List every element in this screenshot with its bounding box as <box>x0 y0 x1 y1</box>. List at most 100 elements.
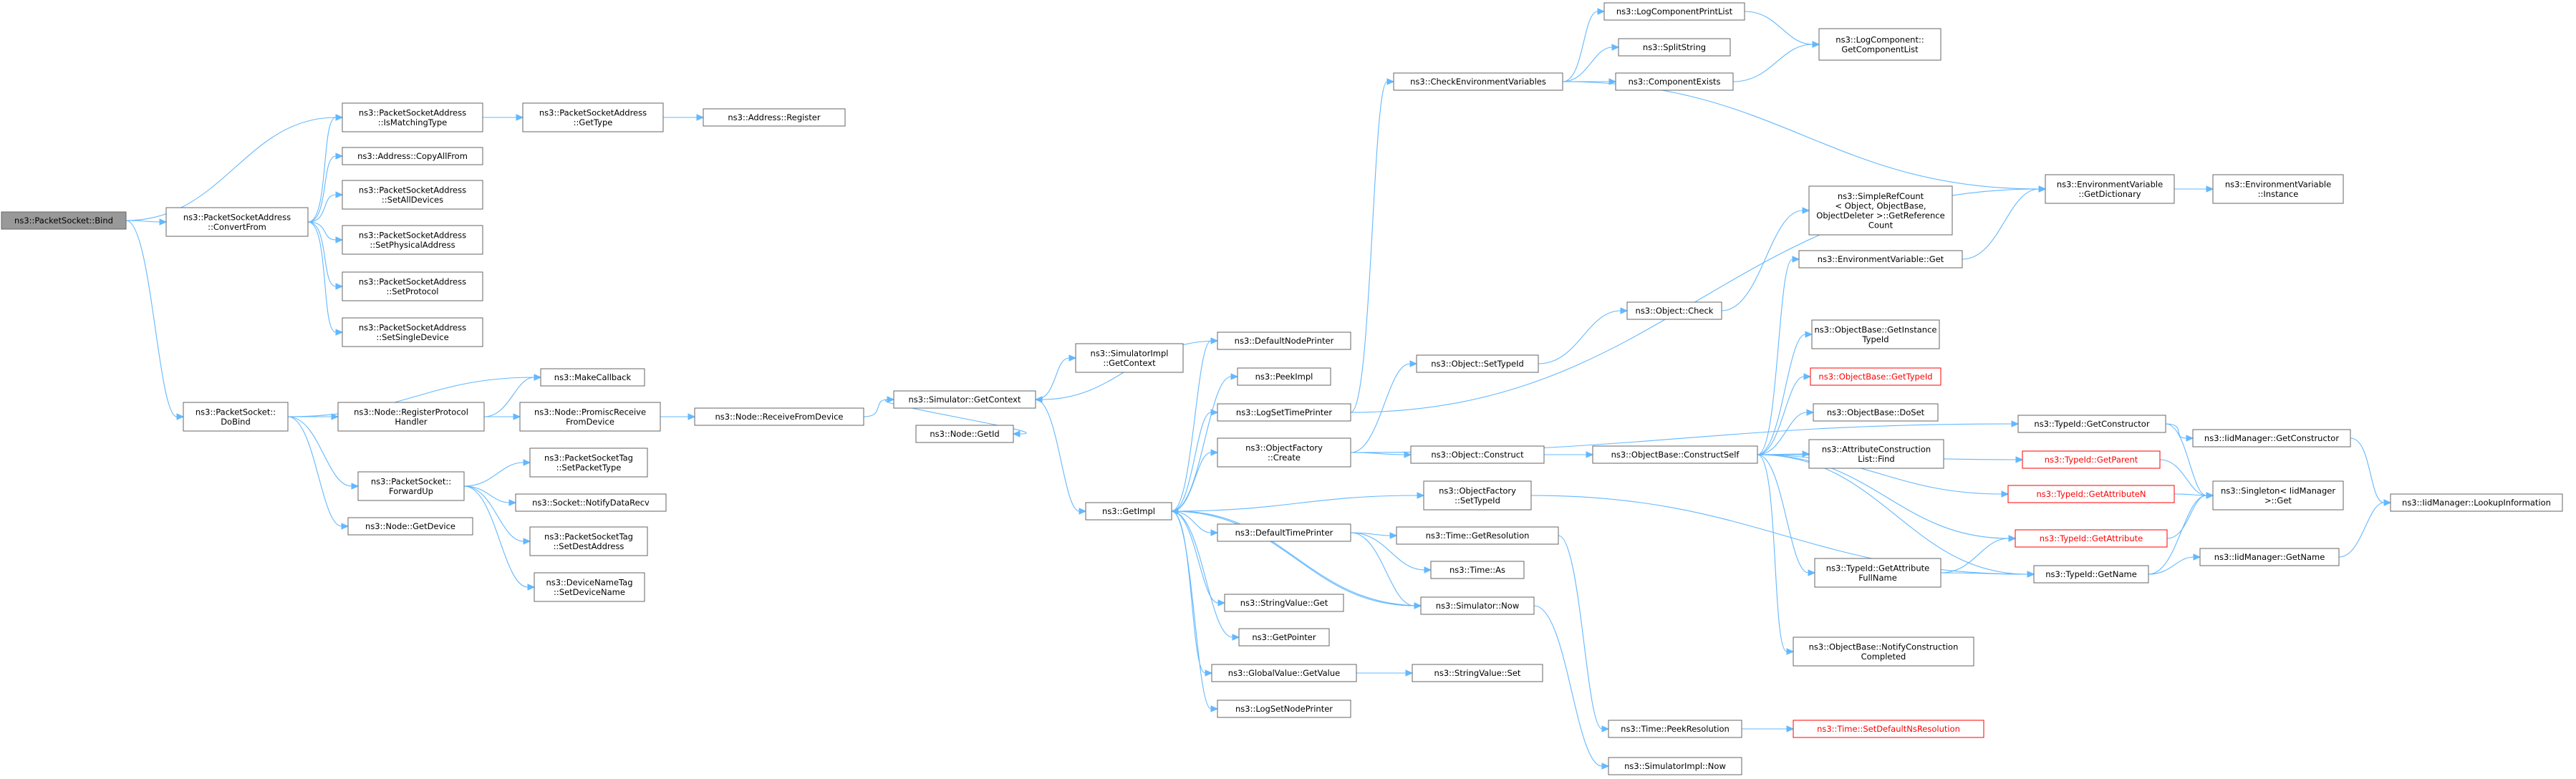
node-iid-manager-get-name[interactable]: ns3::IidManager::GetName <box>2199 548 2340 566</box>
node-object-factory-set-type-id[interactable]: ns3::ObjectFactory::SetTypeId <box>1423 480 1532 511</box>
node-label: ns3::Address::Register <box>728 112 821 122</box>
node-label: GetComponentList <box>1841 44 1919 54</box>
node-get-reference-count[interactable]: ns3::SimpleRefCount< Object, ObjectBase,… <box>1808 185 1953 236</box>
node-time-as[interactable]: ns3::Time::As <box>1430 561 1525 579</box>
node-singleton-get[interactable]: ns3::Singleton< IidManager>::Get <box>2212 480 2344 511</box>
edge-sim-get-context-to-node-get-id <box>885 399 1027 435</box>
edge-get-attribute-full-name-to-type-id-get-name <box>1940 572 2028 575</box>
node-forward-up[interactable]: ns3::PacketSocket::ForwardUp <box>357 471 465 501</box>
arrowhead <box>335 191 344 198</box>
node-receive-from-device[interactable]: ns3::Node::ReceiveFromDevice <box>694 407 864 426</box>
node-label: ns3::SimulatorImpl::Now <box>1624 761 1726 771</box>
node-box <box>2390 493 2563 512</box>
node-register[interactable]: ns3::Address::Register <box>703 108 846 127</box>
node-string-value-set[interactable]: ns3::StringValue::Set <box>1412 664 1543 682</box>
node-type-id-get-parent[interactable]: ns3::TypeId::GetParent <box>2022 450 2161 469</box>
node-default-time-printer[interactable]: ns3::DefaultTimePrinter <box>1217 523 1351 542</box>
node-node-get-id[interactable]: ns3::Node::GetId <box>915 425 1014 443</box>
node-label: ns3::PacketSocketAddress <box>539 107 647 117</box>
node-object-check[interactable]: ns3::Object::Check <box>1626 301 1722 320</box>
node-label: ns3::IidManager::LookupInformation <box>2402 498 2551 508</box>
node-object-factory-create[interactable]: ns3::ObjectFactory::Create <box>1217 437 1351 468</box>
arrowhead <box>1389 532 1398 539</box>
node-set-device-name[interactable]: ns3::DeviceNameTag::SetDeviceName <box>534 572 645 602</box>
node-object-base-get-type-id[interactable]: ns3::ObjectBase::GetTypeId <box>1810 367 1941 386</box>
arrowhead <box>1210 705 1219 712</box>
arrowhead <box>1802 207 1810 214</box>
node-set-packet-type[interactable]: ns3::PacketSocketTag::SetPacketType <box>529 447 648 478</box>
node-sim-get-context[interactable]: ns3::Simulator::GetContext <box>893 390 1036 409</box>
node-sim-impl-get-context[interactable]: ns3::SimulatorImpl::GetContext <box>1075 343 1184 373</box>
node-sim-impl-now[interactable]: ns3::SimulatorImpl::Now <box>1608 757 1742 775</box>
node-get-impl[interactable]: ns3::GetImpl <box>1085 502 1172 521</box>
edge-check-env-vars-to-env-var-get-dictionary <box>1562 81 2040 190</box>
node-object-set-type-id[interactable]: ns3::Object::SetTypeId <box>1416 354 1539 373</box>
node-is-matching-type[interactable]: ns3::PacketSocketAddress::IsMatchingType <box>342 102 483 132</box>
node-component-exists[interactable]: ns3::ComponentExists <box>1615 72 1734 91</box>
node-get-type[interactable]: ns3::PacketSocketAddress::GetType <box>522 102 664 132</box>
node-peek-impl[interactable]: ns3::PeekImpl <box>1237 367 1331 386</box>
node-notify-construction-completed[interactable]: ns3::ObjectBase::NotifyConstructionCompl… <box>1793 637 1974 667</box>
node-do-bind[interactable]: ns3::PacketSocket::DoBind <box>183 402 289 432</box>
node-do-set[interactable]: ns3::ObjectBase::DoSet <box>1813 403 1939 422</box>
edge-log-component-print-list-to-get-component-list <box>1744 11 1813 45</box>
node-time-get-resolution[interactable]: ns3::Time::GetResolution <box>1396 526 1559 545</box>
arrowhead <box>1217 599 1226 606</box>
edge-get-impl-to-global-value-get-value <box>1171 511 1206 674</box>
node-bind[interactable]: ns3::PacketSocket::Bind <box>1 211 127 230</box>
node-default-node-printer[interactable]: ns3::DefaultNodePrinter <box>1217 332 1351 350</box>
node-set-physical-address[interactable]: ns3::PacketSocketAddress::SetPhysicalAdd… <box>342 225 483 255</box>
node-log-set-node-printer[interactable]: ns3::LogSetNodePrinter <box>1217 700 1351 718</box>
node-box <box>1814 558 1941 588</box>
node-type-id-get-constructor[interactable]: ns3::TypeId::GetConstructor <box>2017 415 2166 433</box>
node-check-env-vars[interactable]: ns3::CheckEnvironmentVariables <box>1393 72 1563 91</box>
edge-simulator-now-to-sim-impl-now <box>1533 605 1603 767</box>
node-time-set-default-ns-resolution[interactable]: ns3::Time::SetDefaultNsResolution <box>1793 720 1984 738</box>
node-set-all-devices[interactable]: ns3::PacketSocketAddress::SetAllDevices <box>342 180 483 210</box>
node-env-var-get-dictionary[interactable]: ns3::EnvironmentVariable::GetDictionary <box>2045 174 2175 204</box>
node-box <box>1818 28 1941 61</box>
node-set-protocol[interactable]: ns3::PacketSocketAddress::SetProtocol <box>342 271 483 301</box>
arrowhead <box>1404 451 1412 458</box>
node-box <box>1810 367 1941 386</box>
arrowhead <box>523 459 531 466</box>
node-log-component-print-list[interactable]: ns3::LogComponentPrintList <box>1603 2 1745 21</box>
node-iid-manager-get-constructor[interactable]: ns3::IidManager::GetConstructor <box>2192 429 2351 447</box>
node-time-peek-resolution[interactable]: ns3::Time::PeekResolution <box>1608 720 1742 738</box>
node-simulator-now[interactable]: ns3::Simulator::Now <box>1420 596 1535 615</box>
arrowhead <box>1232 634 1240 641</box>
node-get-device[interactable]: ns3::Node::GetDevice <box>347 517 473 536</box>
node-label: ns3::GetImpl <box>1102 506 1155 516</box>
node-label: ::GetDictionary <box>2078 189 2141 199</box>
node-env-var-instance[interactable]: ns3::EnvironmentVariable::Instance <box>2212 174 2344 204</box>
node-get-component-list[interactable]: ns3::LogComponent::GetComponentList <box>1818 28 1941 61</box>
node-label: ns3::MakeCallback <box>554 372 632 382</box>
node-type-id-get-attribute-n[interactable]: ns3::TypeId::GetAttributeN <box>2007 485 2175 503</box>
arrowhead <box>508 499 517 506</box>
node-notify-data-recv[interactable]: ns3::Socket::NotifyDataRecv <box>515 493 667 512</box>
node-set-single-device[interactable]: ns3::PacketSocketAddress::SetSingleDevic… <box>342 317 483 347</box>
arrowhead <box>1808 569 1816 576</box>
node-global-value-get-value[interactable]: ns3::GlobalValue::GetValue <box>1211 664 1357 682</box>
node-set-dest-address[interactable]: ns3::PacketSocketTag::SetDestAddress <box>529 526 648 556</box>
node-copy-all-from[interactable]: ns3::Address::CopyAllFrom <box>342 147 483 165</box>
node-get-pointer[interactable]: ns3::GetPointer <box>1238 628 1330 647</box>
node-env-var-get[interactable]: ns3::EnvironmentVariable::Get <box>1798 250 1963 268</box>
node-log-set-time-printer[interactable]: ns3::LogSetTimePrinter <box>1217 403 1351 422</box>
arrowhead <box>1068 354 1077 362</box>
node-object-construct[interactable]: ns3::Object::Construct <box>1410 445 1545 464</box>
edges-layer <box>125 8 2392 770</box>
node-string-value-get[interactable]: ns3::StringValue::Get <box>1224 594 1344 612</box>
node-convert-from[interactable]: ns3::PacketSocketAddress::ConvertFrom <box>165 207 309 237</box>
node-type-id-get-attribute[interactable]: ns3::TypeId::GetAttribute <box>2015 529 2168 548</box>
node-split-string[interactable]: ns3::SplitString <box>1618 38 1731 57</box>
node-construct-self[interactable]: ns3::ObjectBase::ConstructSelf <box>1592 445 1758 464</box>
node-make-callback[interactable]: ns3::MakeCallback <box>540 368 645 387</box>
node-lookup-information[interactable]: ns3::IidManager::LookupInformation <box>2390 493 2563 512</box>
node-type-id-get-name[interactable]: ns3::TypeId::GetName <box>2033 565 2149 584</box>
